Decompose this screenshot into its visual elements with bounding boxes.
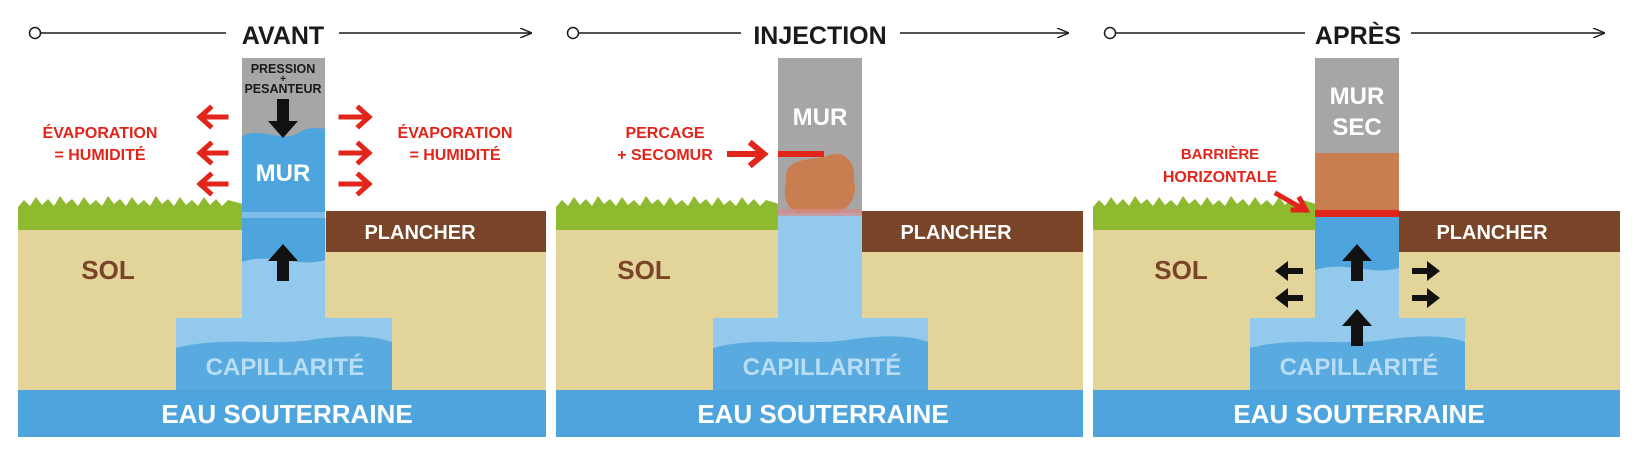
sec-label: SEC [1332, 114, 1381, 141]
timeline-injection: INJECTION [566, 22, 1069, 50]
arrow-right-icon [1412, 288, 1440, 308]
groundwater [18, 390, 546, 437]
wall-water-upper [242, 128, 325, 212]
mur-label: MUR [1330, 83, 1385, 110]
arrow-up-icon [268, 244, 298, 281]
eau-label: EAU SOUTERRAINE [697, 399, 948, 429]
timeline-start-circle [28, 26, 42, 40]
pression-plus: + [280, 74, 286, 85]
arrow-right-icon [338, 104, 373, 130]
wall-water [1315, 216, 1399, 271]
humidite-label-right: = HUMIDITÉ [409, 145, 500, 164]
arrow-left-icon [196, 171, 229, 197]
footing-water [176, 336, 392, 390]
horizontale-label: HORIZONTALE [1163, 169, 1278, 186]
evaporation-label-left: ÉVAPORATION [43, 123, 158, 142]
pression-label: PRESSION [251, 62, 316, 76]
capillarite-label: CAPILLARITÉ [206, 353, 365, 381]
secomur-label: + SECOMUR [617, 147, 713, 164]
wall-treated-zone [1315, 153, 1399, 211]
capillarite-label: CAPILLARITÉ [1280, 353, 1439, 381]
sol-label: SOL [617, 255, 671, 285]
sol-label: SOL [81, 255, 135, 285]
grass [18, 196, 243, 230]
arrow-left-icon [196, 140, 229, 166]
grass [1093, 196, 1316, 230]
arrow-up-icon [1342, 309, 1372, 346]
wall-interface-band [778, 209, 862, 216]
arrow-down-icon [268, 99, 298, 138]
timeline-apres: APRÈS [1103, 21, 1605, 50]
timeline-start-circle [1103, 26, 1117, 40]
floor-slab [1399, 211, 1620, 252]
wall-water-lower [242, 218, 325, 263]
footing-water [713, 336, 928, 390]
arrow-left-icon [196, 104, 229, 130]
product-diffusion [784, 153, 856, 213]
timeline-start-circle [566, 26, 580, 40]
floor-slab [326, 211, 546, 252]
percage-label: PERCAGE [625, 125, 704, 142]
barriere-label: BARRIÈRE [1181, 146, 1259, 163]
floor-slab [862, 211, 1083, 252]
horizontal-barrier [1315, 210, 1399, 217]
panel-title: APRÈS [1315, 21, 1401, 50]
panel-injection: INJECTION PLANCHER SOL EAU SOUTERRAINE C… [556, 22, 1083, 437]
pesanteur-label: PESANTEUR [244, 82, 321, 96]
groundwater [556, 390, 1083, 437]
arrow-right-icon [338, 171, 373, 197]
evaporation-arrows-left [196, 104, 229, 197]
arrow-up-icon [1342, 244, 1372, 281]
arrow-right-icon [727, 139, 769, 169]
eau-label: EAU SOUTERRAINE [161, 399, 412, 429]
arrow-left-icon [1275, 261, 1303, 281]
footing-water [1250, 336, 1465, 390]
mur-label: MUR [256, 160, 311, 187]
panel-title: INJECTION [753, 22, 886, 50]
plancher-label: PLANCHER [1436, 222, 1548, 244]
panel-apres: APRÈS PLANCHER SOL EAU SOUTERRAINE CAPIL… [1093, 21, 1620, 437]
timeline-avant: AVANT [28, 22, 532, 50]
arrow-right-icon [1412, 261, 1440, 281]
sol-label: SOL [1154, 255, 1208, 285]
evaporation-arrows-right [338, 104, 373, 197]
panel-avant: AVANT PLANCHER SOL EAU SOUTERRAINE CAPIL… [18, 22, 546, 437]
eau-label: EAU SOUTERRAINE [1233, 399, 1484, 429]
panel-title: AVANT [242, 22, 324, 50]
wall-water-band [242, 212, 325, 218]
arrow-right-icon [338, 140, 373, 166]
capillarite-label: CAPILLARITÉ [743, 353, 902, 381]
plancher-label: PLANCHER [900, 222, 1012, 244]
injection-hole [778, 151, 824, 157]
grass [556, 196, 779, 230]
plancher-label: PLANCHER [364, 222, 476, 244]
arrow-left-icon [1275, 288, 1303, 308]
humidite-label-left: = HUMIDITÉ [54, 145, 145, 164]
wall-dry-top [1315, 58, 1399, 153]
evaporation-label-right: ÉVAPORATION [398, 123, 513, 142]
mur-label: MUR [793, 104, 848, 131]
arrow-diagonal-icon [1273, 190, 1311, 214]
groundwater [1093, 390, 1620, 437]
